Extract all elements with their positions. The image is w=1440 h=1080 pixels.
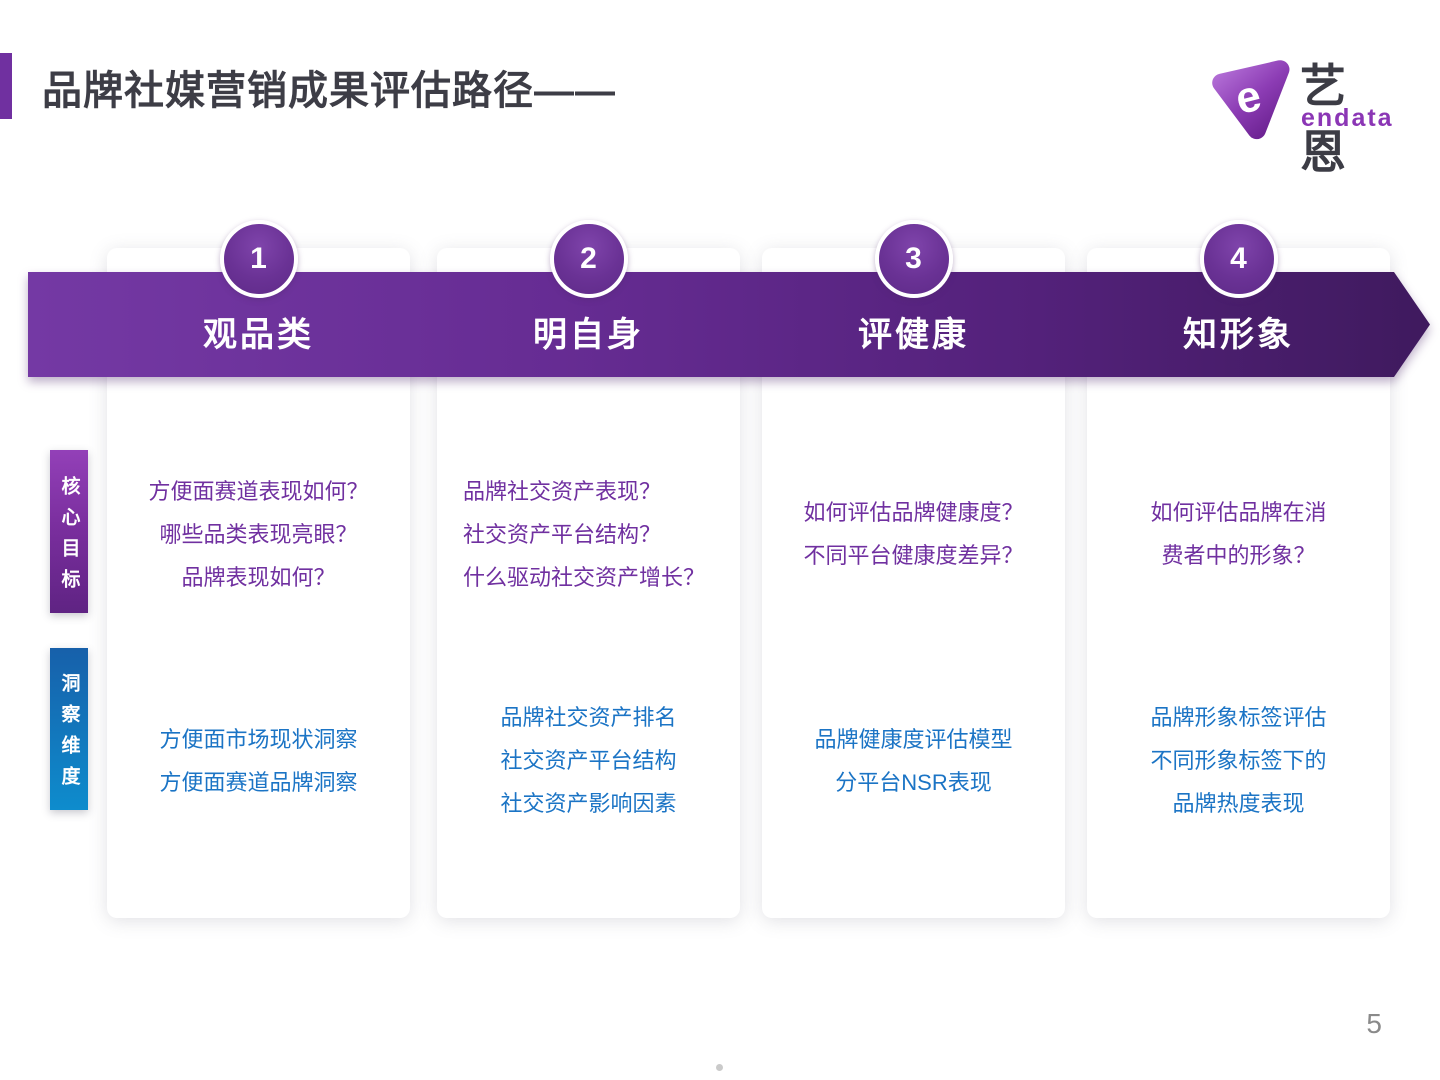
goal-line: 费者中的形象？ bbox=[1161, 543, 1316, 568]
insight-line: 品牌热度表现 bbox=[1172, 791, 1305, 816]
process-arrow-shape bbox=[28, 272, 1430, 377]
insight-line: 品牌社交资产排名 bbox=[500, 705, 677, 730]
insight-line: 方便面市场现状洞察 bbox=[159, 726, 358, 752]
goals-list: 如何评估品牌在消费者中的形象？ bbox=[1087, 454, 1390, 614]
goal-line: 品牌社交资产表现？ bbox=[463, 478, 662, 504]
footer-dot bbox=[716, 1064, 723, 1071]
row-tab-core-goals: 核心目标 bbox=[50, 450, 88, 613]
goal-line: 品牌表现如何？ bbox=[181, 564, 336, 590]
goals-list: 方便面赛道表现如何？ 哪些品类表现亮眼？ 品牌表现如何？ bbox=[107, 454, 410, 614]
row-tab-core-goals-label: 核心目标 bbox=[58, 475, 80, 600]
logo-name-en: endata bbox=[1301, 104, 1394, 132]
insight-line: 不同形象标签下的 bbox=[1150, 748, 1327, 773]
insights-list: 品牌社交资产排名社交资产平台结构社交资产影响因素 bbox=[437, 688, 740, 833]
insight-line: 品牌健康度评估模型 bbox=[814, 726, 1013, 752]
goal-line: 如何评估品牌健康度？ bbox=[803, 500, 1024, 525]
goal-line: 方便面赛道表现如何？ bbox=[148, 478, 369, 504]
goal-line: 如何评估品牌在消 bbox=[1150, 500, 1327, 525]
process-arrow-banner bbox=[28, 272, 1430, 377]
insight-line: 社交资产平台结构 bbox=[500, 748, 677, 773]
goal-line: 社交资产平台结构？ bbox=[463, 521, 662, 547]
goal-line: 什么驱动社交资产增长？ bbox=[463, 564, 706, 590]
page-number: 5 bbox=[1366, 1008, 1382, 1039]
insight-line: 品牌形象标签评估 bbox=[1150, 705, 1327, 730]
insight-line: 社交资产影响因素 bbox=[500, 791, 677, 816]
goals-list: 如何评估品牌健康度？ 不同平台健康度差异？ bbox=[762, 454, 1065, 614]
title-accent-bar bbox=[0, 53, 12, 119]
goal-line: 哪些品类表现亮眼？ bbox=[159, 521, 358, 547]
endata-logo: e 艺恩 endata bbox=[1208, 52, 1398, 178]
endata-logo-icon: e bbox=[1212, 60, 1290, 140]
row-tab-insight-dimensions-label: 洞察维度 bbox=[58, 673, 80, 797]
goal-line: 不同平台健康度差异？ bbox=[803, 543, 1024, 568]
insight-line: 分平台NSR表现 bbox=[835, 769, 992, 795]
insight-line: 方便面赛道品牌洞察 bbox=[159, 769, 358, 795]
row-tab-insight-dimensions: 洞察维度 bbox=[50, 648, 88, 810]
page-title: 品牌社媒营销成果评估路径—— bbox=[42, 69, 616, 113]
insights-list: 品牌健康度评估模型分平台NSR表现 bbox=[762, 688, 1065, 833]
logo-name-cn: 艺恩 bbox=[1300, 60, 1350, 178]
insights-list: 方便面市场现状洞察方便面赛道品牌洞察 bbox=[107, 688, 410, 833]
insights-list: 品牌形象标签评估不同形象标签下的品牌热度表现 bbox=[1087, 688, 1390, 833]
goals-list: 品牌社交资产表现？ 社交资产平台结构？ 什么驱动社交资产增长？ bbox=[437, 454, 740, 614]
